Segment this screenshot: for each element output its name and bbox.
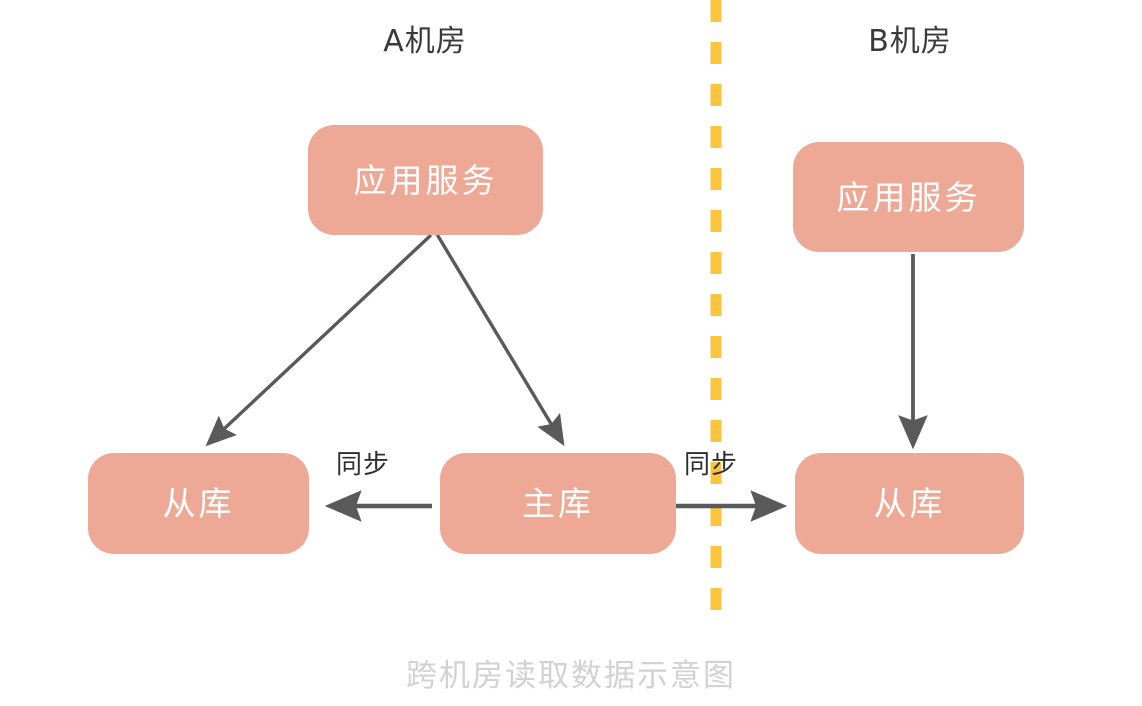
- node-slave-db-a[interactable]: 从库: [88, 453, 309, 554]
- node-master-db-a[interactable]: 主库: [440, 453, 676, 554]
- node-master-db-a-label: 主库: [522, 484, 594, 523]
- zone-title-a: A机房: [383, 24, 467, 59]
- arrow-app-a-to-master-a: [436, 234, 565, 447]
- diagram-caption: 跨机房读取数据示意图: [406, 658, 736, 694]
- zone-title-b: B机房: [868, 24, 952, 59]
- edge-label-sync-intra-zone: 同步: [336, 450, 391, 480]
- arrow-app-a-to-slave-a: [205, 234, 432, 447]
- node-app-service-b[interactable]: 应用服务: [793, 142, 1024, 252]
- node-slave-db-b-label: 从库: [873, 484, 946, 523]
- node-app-service-a-label: 应用服务: [353, 160, 498, 200]
- node-app-service-a[interactable]: 应用服务: [308, 125, 543, 235]
- node-app-service-b-label: 应用服务: [836, 177, 981, 217]
- node-slave-db-a-label: 从库: [162, 484, 235, 523]
- edge-label-sync-cross-zone: 同步: [684, 450, 739, 480]
- node-slave-db-b[interactable]: 从库: [795, 453, 1024, 554]
